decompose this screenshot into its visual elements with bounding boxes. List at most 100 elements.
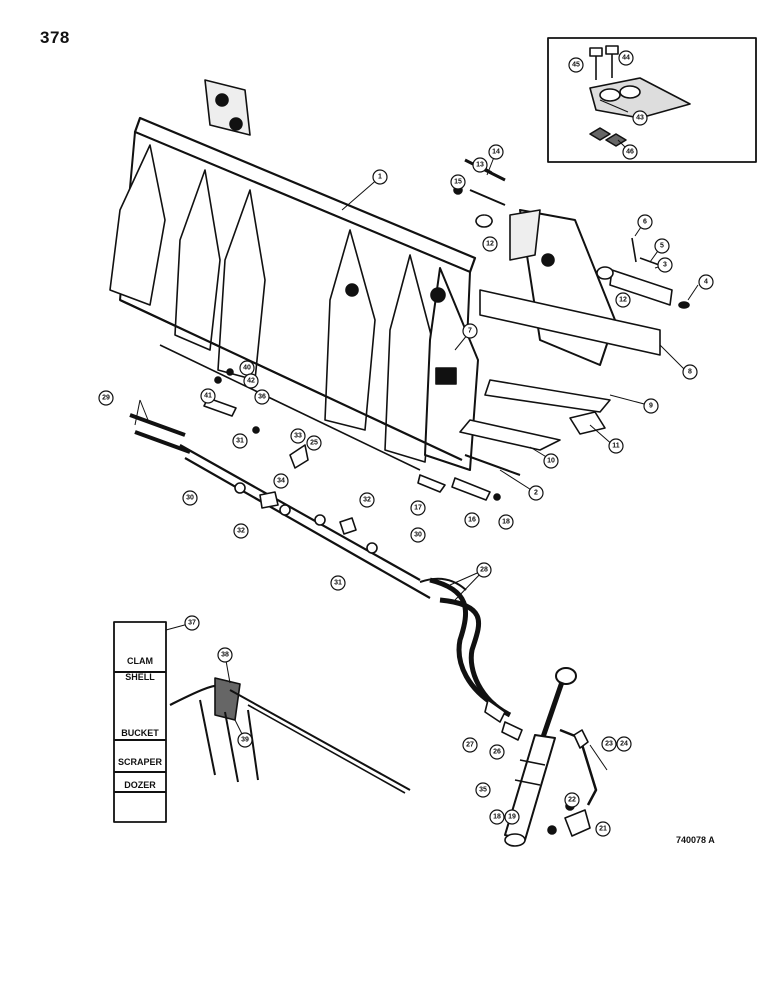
svg-text:43: 43 xyxy=(636,115,644,122)
callout-7: 7 xyxy=(462,323,478,339)
callout-24: 24 xyxy=(616,736,632,752)
callout-6: 6 xyxy=(637,214,653,230)
callout-39: 39 xyxy=(237,732,253,748)
callout-13: 13 xyxy=(472,157,488,173)
decal-label-dozer: DOZER xyxy=(124,780,156,790)
svg-text:10: 10 xyxy=(547,458,555,465)
svg-text:17: 17 xyxy=(414,505,422,512)
callout-29: 29 xyxy=(98,390,114,406)
callout-30b: 30 xyxy=(410,527,426,543)
callout-12a: 12 xyxy=(482,236,498,252)
callout-18b: 18 xyxy=(489,809,505,825)
svg-text:21: 21 xyxy=(599,826,607,833)
callout-17: 17 xyxy=(410,500,426,516)
svg-text:41: 41 xyxy=(204,393,212,400)
page-number: 378 xyxy=(40,28,70,47)
callout-12b: 12 xyxy=(615,292,631,308)
callout-3: 3 xyxy=(657,257,673,273)
decal-label-bucket: BUCKET xyxy=(121,728,159,738)
callout-32b: 32 xyxy=(359,492,375,508)
svg-text:37: 37 xyxy=(188,620,196,627)
callout-16: 16 xyxy=(464,512,480,528)
callout-14: 14 xyxy=(488,144,504,160)
svg-text:24: 24 xyxy=(620,741,628,748)
svg-text:31: 31 xyxy=(236,438,244,445)
callout-40: 40 xyxy=(239,360,255,376)
svg-text:30: 30 xyxy=(414,532,422,539)
svg-text:28: 28 xyxy=(480,567,488,574)
svg-text:3: 3 xyxy=(663,262,667,269)
callout-25: 25 xyxy=(306,435,322,451)
callout-46: 46 xyxy=(622,144,638,160)
svg-text:46: 46 xyxy=(626,149,634,156)
callout-11: 11 xyxy=(608,438,624,454)
callout-37: 37 xyxy=(184,615,200,631)
callout-30a: 30 xyxy=(182,490,198,506)
callout-28: 28 xyxy=(476,562,492,578)
callout-21: 21 xyxy=(595,821,611,837)
decal-label-shell: SHELL xyxy=(125,672,155,682)
svg-text:18: 18 xyxy=(493,814,501,821)
svg-text:26: 26 xyxy=(493,749,501,756)
callout-31a: 31 xyxy=(232,433,248,449)
decal-labels: CLAM SHELL BUCKET SCRAPER DOZER xyxy=(118,656,163,790)
svg-text:40: 40 xyxy=(243,365,251,372)
svg-text:7: 7 xyxy=(468,328,472,335)
figure-code: 740078 A xyxy=(676,835,715,845)
decal-label-clam: CLAM xyxy=(127,656,153,666)
svg-text:2: 2 xyxy=(534,490,538,497)
callout-43: 43 xyxy=(632,110,648,126)
callout-32a: 32 xyxy=(233,523,249,539)
callout-10: 10 xyxy=(543,453,559,469)
callout-31b: 31 xyxy=(330,575,346,591)
svg-text:22: 22 xyxy=(568,797,576,804)
svg-text:42: 42 xyxy=(247,378,255,385)
svg-text:19: 19 xyxy=(508,814,516,821)
svg-text:25: 25 xyxy=(310,440,318,447)
callout-5: 5 xyxy=(654,238,670,254)
svg-text:32: 32 xyxy=(237,528,245,535)
svg-text:29: 29 xyxy=(102,395,110,402)
svg-text:39: 39 xyxy=(241,737,249,744)
callout-23: 23 xyxy=(601,736,617,752)
svg-text:9: 9 xyxy=(649,403,653,410)
loader-arm-detail xyxy=(169,677,411,794)
callout-42: 42 xyxy=(243,373,259,389)
callout-1: 1 xyxy=(372,169,388,185)
svg-text:1: 1 xyxy=(378,174,382,181)
svg-text:34: 34 xyxy=(277,478,285,485)
callout-2: 2 xyxy=(528,485,544,501)
decal-label-scraper: SCRAPER xyxy=(118,757,163,767)
callout-44: 44 xyxy=(618,50,634,66)
callout-45: 45 xyxy=(568,57,584,73)
callout-36: 36 xyxy=(254,389,270,405)
svg-text:33: 33 xyxy=(294,433,302,440)
svg-text:13: 13 xyxy=(476,162,484,169)
svg-text:14: 14 xyxy=(492,149,500,156)
callout-35: 35 xyxy=(475,782,491,798)
svg-text:27: 27 xyxy=(466,742,474,749)
callout-4: 4 xyxy=(698,274,714,290)
svg-text:12: 12 xyxy=(619,297,627,304)
callout-41: 41 xyxy=(200,388,216,404)
svg-text:30: 30 xyxy=(186,495,194,502)
callout-33: 33 xyxy=(290,428,306,444)
hydraulic-lines xyxy=(129,413,523,741)
callout-9: 9 xyxy=(643,398,659,414)
callout-18a: 18 xyxy=(498,514,514,530)
callout-27: 27 xyxy=(462,737,478,753)
bucket-decal xyxy=(113,621,167,823)
callout-15: 15 xyxy=(450,174,466,190)
callout-34: 34 xyxy=(273,473,289,489)
svg-text:44: 44 xyxy=(622,55,630,62)
svg-text:23: 23 xyxy=(605,741,613,748)
svg-text:36: 36 xyxy=(258,394,266,401)
callout-22: 22 xyxy=(564,792,580,808)
svg-text:15: 15 xyxy=(454,179,462,186)
svg-text:4: 4 xyxy=(704,279,708,286)
bucket-side-plate xyxy=(459,209,661,451)
svg-text:35: 35 xyxy=(479,787,487,794)
callout-38: 38 xyxy=(217,647,233,663)
callout-19: 19 xyxy=(504,809,520,825)
